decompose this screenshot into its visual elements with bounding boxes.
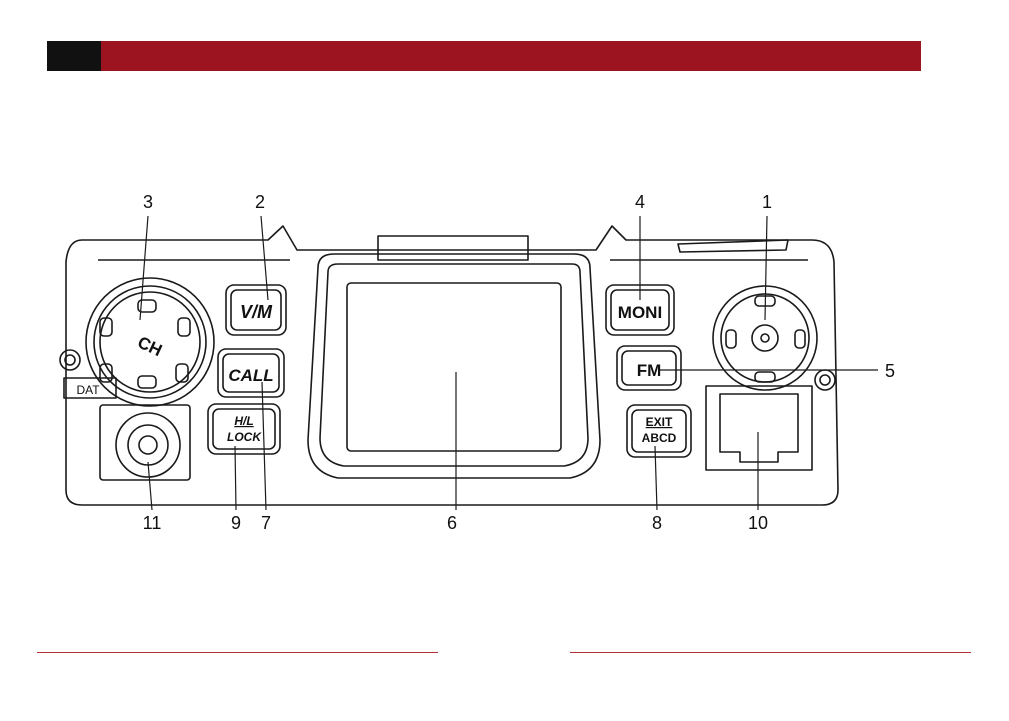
callout-3: 3 — [143, 192, 153, 212]
rj45-port — [706, 386, 812, 470]
abcd-label: ABCD — [642, 431, 677, 445]
footer-line-right — [570, 652, 971, 653]
dat-label: DAT — [76, 383, 100, 397]
callout-10: 10 — [748, 513, 768, 533]
lcd-screen — [347, 283, 561, 451]
display-bezel — [308, 254, 600, 478]
moni-label: MONI — [618, 303, 662, 322]
callout-6: 6 — [447, 513, 457, 533]
callout-8: 8 — [652, 513, 662, 533]
callout-7: 7 — [261, 513, 271, 533]
callout-4: 4 — [635, 192, 645, 212]
lock-label: LOCK — [227, 430, 262, 444]
panel-outline — [66, 226, 838, 505]
callout-11: 11 — [143, 513, 162, 533]
hl-label: H/L — [234, 414, 253, 428]
callout-9: 9 — [231, 513, 241, 533]
top-slot — [378, 236, 528, 260]
callout-1: 1 — [762, 192, 772, 212]
exit-label: EXIT — [646, 415, 673, 429]
callout-2: 2 — [255, 192, 265, 212]
vm-label: V/M — [240, 302, 273, 322]
knob-label-ch: CH — [135, 333, 165, 361]
footer-line-left — [37, 652, 438, 653]
callout-5: 5 — [885, 361, 895, 381]
call-label: CALL — [228, 366, 273, 385]
fm-label: FM — [637, 361, 662, 380]
hl-lock-button — [208, 404, 280, 454]
